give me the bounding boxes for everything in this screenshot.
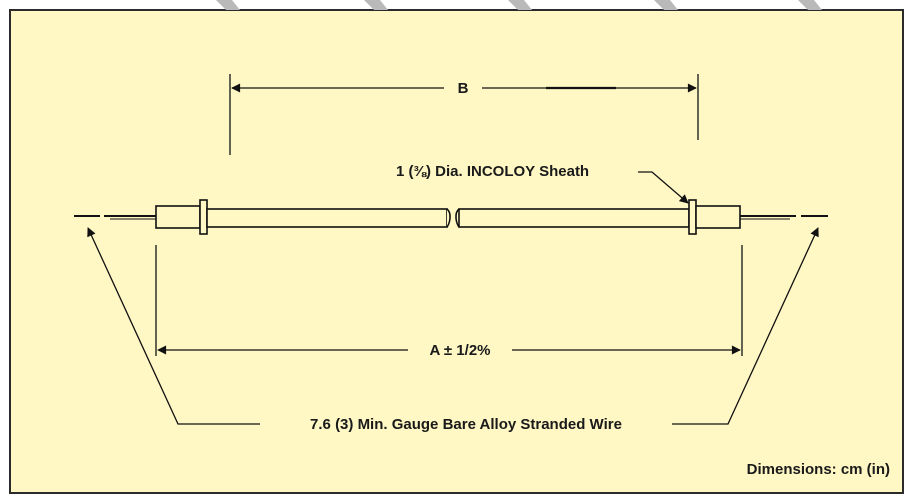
right-terminal [695,205,741,229]
left-terminal-flange [199,199,208,235]
right-terminal-flange [688,199,697,235]
dim-a-label: A ± 1/2% [429,342,490,359]
dim-b-label: B [458,80,469,97]
wire-leader-right [672,227,819,425]
diagram-background [9,9,904,494]
sheath-leader [638,171,689,204]
left-terminal [155,205,201,229]
heater-element [74,199,828,235]
sheath-break-left [446,208,451,228]
sheath-label: 1 (⅜) Dia. INCOLOY Sheath [396,163,589,180]
top-stripes [216,0,822,10]
sheath-left-section [206,208,448,228]
units-note: Dimensions: cm (in) [747,461,890,478]
wire-label: 7.6 (3) Min. Gauge Bare Alloy Stranded W… [310,416,622,433]
wire-leader-left [87,227,260,425]
sheath-right-section [458,208,690,228]
